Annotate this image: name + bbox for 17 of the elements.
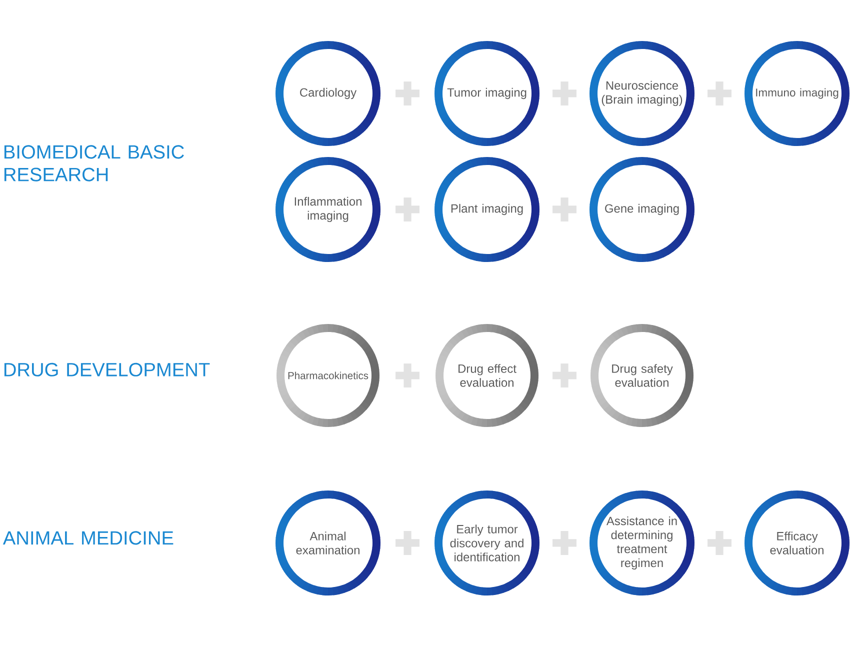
section-heading: ANIMAL MEDICINE — [2, 531, 174, 545]
circle-label: Plant imaging — [451, 204, 523, 216]
circle-label: Neuroscience (Brain imaging) — [602, 80, 682, 106]
circle-label: Drug safety evaluation — [612, 364, 673, 387]
circle-label: Efficacy evaluation — [770, 532, 824, 554]
circle-label: Pharmacokinetics — [288, 372, 368, 380]
section-heading: DRUG DEVELOPMENT — [4, 362, 210, 376]
section-heading: BIOMEDICAL BASIC RESEARCH — [4, 145, 184, 182]
circle-label: Gene imaging — [605, 204, 679, 216]
circle-label: Early tumor discovery and identification — [450, 524, 524, 562]
circle-label: Cardiology — [300, 88, 357, 100]
circle-label: Tumor imaging — [447, 88, 526, 100]
circle-label: Immuno imaging — [756, 88, 838, 99]
circle-label: Inflammation imaging — [294, 196, 362, 222]
circle-label: Animal examination — [296, 532, 360, 554]
circle-label: Drug effect evaluation — [458, 364, 516, 387]
circle-label: Assistance in determining treatment regimen — [606, 516, 677, 570]
